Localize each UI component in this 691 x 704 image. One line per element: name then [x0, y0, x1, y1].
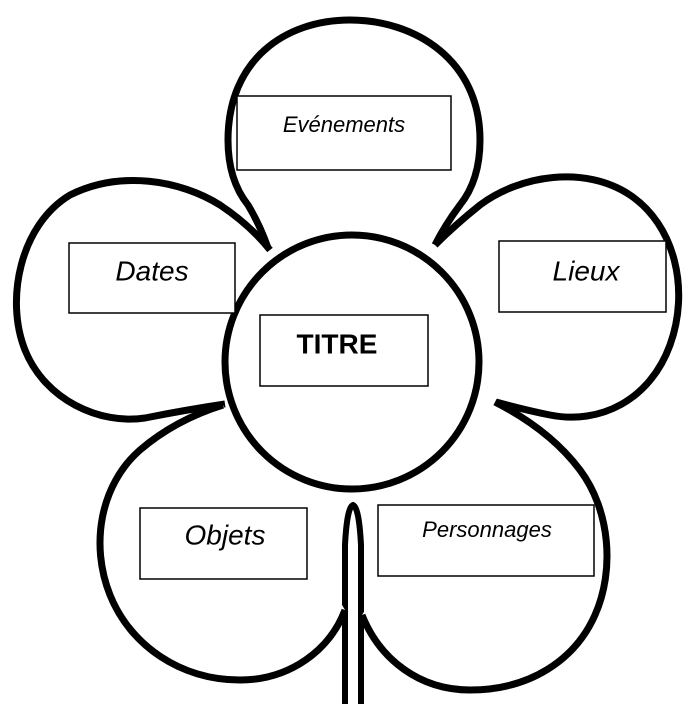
stem — [342, 502, 364, 704]
label-bottom-right-box: Personnages — [377, 504, 595, 577]
label-dates: Dates — [115, 255, 188, 286]
label-titre: TITRE — [297, 328, 378, 359]
label-lieux: Lieux — [553, 255, 621, 286]
label-right-box: Lieux — [498, 240, 667, 313]
label-left-box: Dates — [68, 242, 236, 314]
label-center-box: TITRE — [259, 314, 429, 387]
label-personnages: Personnages — [422, 517, 552, 542]
label-evenements: Evénements — [283, 112, 405, 137]
label-top-box: Evénements — [236, 95, 452, 171]
label-bottom-left-box: Objets — [139, 507, 308, 580]
label-objets: Objets — [185, 519, 266, 550]
